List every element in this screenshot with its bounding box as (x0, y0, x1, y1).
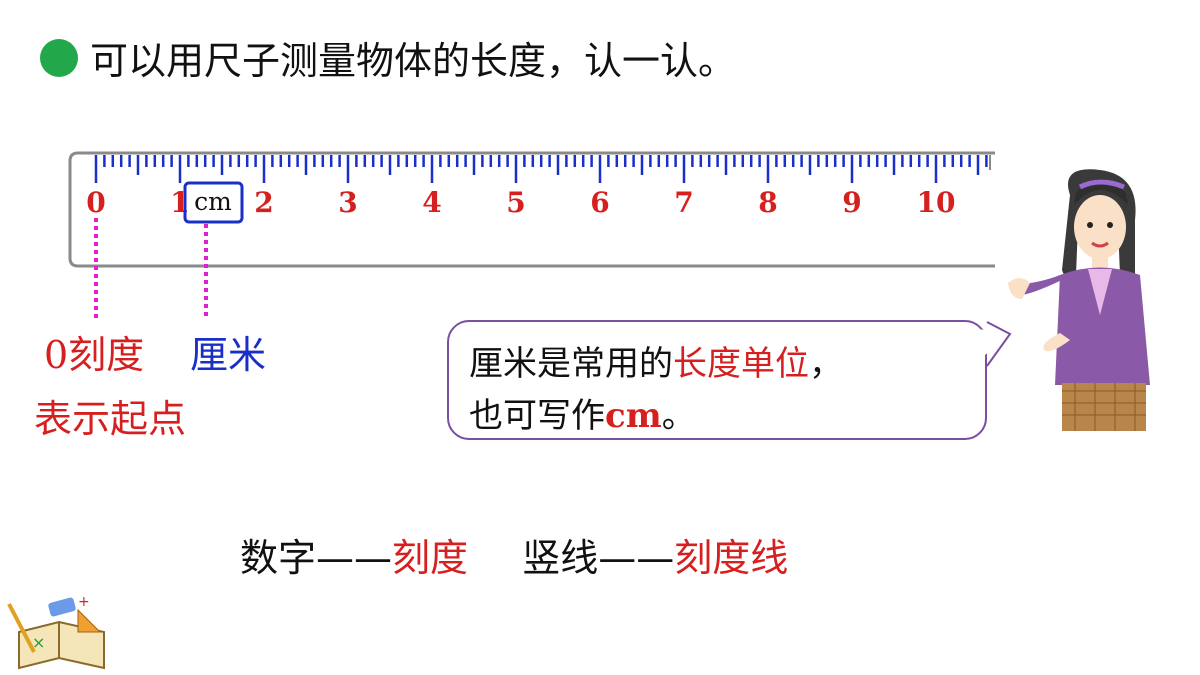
summary-tick-line: 刻度线 (674, 536, 789, 580)
bubble-line-1: 厘米是常用的长度单位， (469, 338, 985, 390)
zero-desc-label: 表示起点 (34, 397, 187, 441)
bubble-highlight: cm (605, 396, 662, 436)
teacher-illustration (1008, 169, 1150, 431)
unit-box (183, 181, 244, 224)
unit-name-label: 厘米 (190, 333, 267, 377)
ruler-number: 9 (842, 186, 861, 219)
ruler-number: 1 (170, 186, 189, 219)
ruler-number: 4 (422, 186, 441, 219)
summary-mark: 刻度 (392, 536, 469, 580)
ruler-number: 6 (590, 186, 609, 219)
bubble-text: 也可写作 (469, 396, 605, 436)
bubble-text: 厘米是常用的 (469, 344, 673, 384)
zero-mark-label: 0刻度 (44, 333, 145, 377)
bubble-tail (972, 321, 1012, 367)
bubble-line-2: 也可写作cm。 (469, 390, 985, 442)
bubble-punct: 。 (661, 396, 696, 436)
ruler-number: 2 (254, 186, 273, 219)
ruler-number: 7 (674, 186, 693, 219)
bullet-dot-icon (40, 38, 78, 77)
summary-number: 数字 (240, 536, 317, 580)
ruler-number: 8 (758, 186, 777, 219)
ruler-number: 5 (506, 186, 525, 219)
svg-text:×: × (32, 633, 45, 652)
bottom-summary: 数字——刻度 竖线——刻度线 (240, 527, 788, 582)
stationery-icon: × + (7, 594, 105, 670)
svg-text:+: + (78, 594, 90, 610)
ruler-unit: cm (194, 187, 232, 216)
bubble-punct: ， (809, 344, 843, 384)
bubble-highlight: 长度单位 (673, 344, 809, 384)
ruler-body (68, 151, 995, 268)
ruler-number: 10 (917, 186, 956, 219)
title-text: 可以用尺子测量物体的长度，认一认。 (90, 39, 737, 83)
speech-bubble: 厘米是常用的长度单位， 也可写作cm。 (447, 320, 987, 440)
summary-line: 竖线 (522, 536, 599, 580)
summary-dash: —— (598, 536, 675, 580)
summary-dash: —— (316, 536, 393, 580)
ruler-ticks (94, 155, 988, 183)
ruler-number: 3 (338, 186, 357, 219)
slide-title: 可以用尺子测量物体的长度，认一认。 (40, 30, 736, 85)
ruler-number: 0 (86, 186, 105, 219)
